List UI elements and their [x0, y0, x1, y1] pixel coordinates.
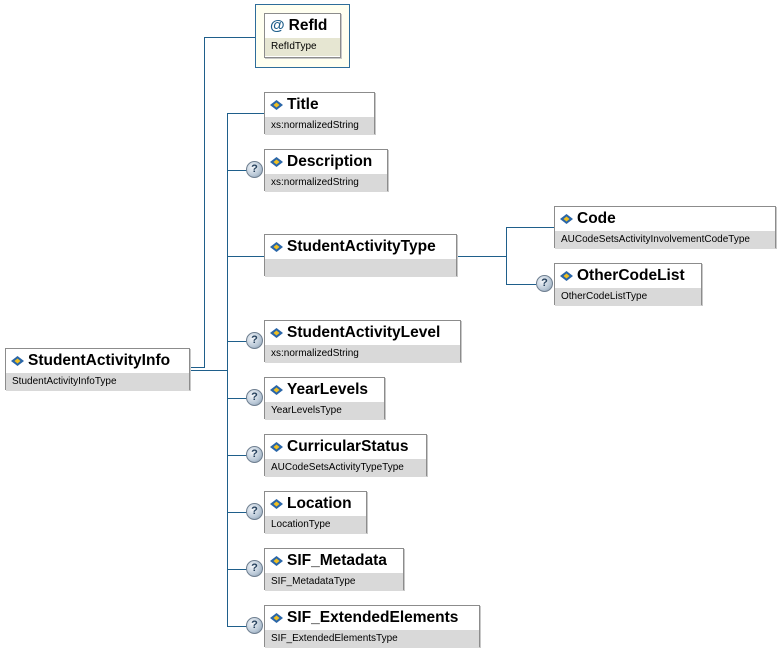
element-icon	[270, 100, 283, 110]
element-node-code[interactable]: Code AUCodeSetsActivityInvolvementCodeTy…	[554, 206, 776, 249]
optional-question-icon: ?	[246, 161, 263, 178]
node-name: RefId	[288, 17, 328, 34]
element-node-studentactivitytype[interactable]: StudentActivityType	[264, 234, 457, 277]
element-icon	[270, 442, 283, 452]
node-type: SIF_ExtendedElementsType	[265, 630, 479, 648]
element-icon	[270, 328, 283, 338]
connector	[506, 227, 554, 228]
element-icon	[560, 271, 573, 281]
element-icon	[270, 242, 283, 252]
connector	[227, 113, 264, 114]
node-type: AUCodeSetsActivityInvolvementCodeType	[555, 231, 775, 249]
node-type: xs:normalizedString	[265, 345, 460, 363]
connector	[227, 170, 247, 171]
element-node-studentactivitylevel[interactable]: StudentActivityLevel xs:normalizedString	[264, 320, 461, 363]
optional-question-icon: ?	[246, 617, 263, 634]
connector	[227, 512, 247, 513]
node-type: xs:normalizedString	[265, 117, 374, 135]
node-name: CurricularStatus	[287, 438, 409, 455]
attribute-group: @RefId RefIdType	[255, 4, 350, 68]
node-name: StudentActivityLevel	[287, 324, 441, 341]
node-name: Title	[287, 96, 319, 113]
element-node-sif-metadata[interactable]: SIF_Metadata SIF_MetadataType	[264, 548, 404, 591]
node-type: AUCodeSetsActivityTypeType	[265, 459, 426, 477]
node-type: OtherCodeListType	[555, 288, 701, 306]
connector	[204, 37, 256, 38]
element-icon	[11, 356, 24, 366]
node-type: xs:normalizedString	[265, 174, 387, 192]
connector	[227, 455, 247, 456]
element-icon	[560, 214, 573, 224]
node-name: StudentActivityInfo	[28, 352, 171, 369]
element-icon	[270, 613, 283, 623]
connector	[456, 256, 506, 257]
connector	[227, 398, 247, 399]
optional-question-icon: ?	[536, 275, 553, 292]
connector	[227, 569, 247, 570]
node-name: SIF_ExtendedElements	[287, 609, 459, 626]
connector	[204, 37, 205, 368]
node-name: SIF_Metadata	[287, 552, 387, 569]
optional-question-icon: ?	[246, 503, 263, 520]
element-icon	[270, 556, 283, 566]
attribute-node-refid[interactable]: @RefId RefIdType	[264, 13, 341, 58]
node-type: YearLevelsType	[265, 402, 384, 420]
optional-question-icon: ?	[246, 446, 263, 463]
node-name: Description	[287, 153, 373, 170]
connector	[189, 367, 204, 368]
connector	[227, 626, 247, 627]
connector	[189, 370, 227, 371]
element-node-sif-extendedelements[interactable]: SIF_ExtendedElements SIF_ExtendedElement…	[264, 605, 480, 648]
node-type: LocationType	[265, 516, 366, 534]
element-node-title[interactable]: Title xs:normalizedString	[264, 92, 375, 135]
optional-question-icon: ?	[246, 389, 263, 406]
connector	[227, 341, 247, 342]
optional-question-icon: ?	[246, 332, 263, 349]
connector	[227, 256, 264, 257]
element-node-othercodelist[interactable]: OtherCodeList OtherCodeListType	[554, 263, 702, 306]
element-node-yearlevels[interactable]: YearLevels YearLevelsType	[264, 377, 385, 420]
attribute-icon: @	[270, 17, 285, 34]
element-icon	[270, 499, 283, 509]
connector	[506, 284, 536, 285]
element-node-description[interactable]: Description xs:normalizedString	[264, 149, 388, 192]
element-icon	[270, 385, 283, 395]
node-type: SIF_MetadataType	[265, 573, 403, 591]
node-name: Location	[287, 495, 352, 512]
connector	[506, 227, 507, 284]
node-name: StudentActivityType	[287, 238, 436, 255]
node-type: StudentActivityInfoType	[6, 373, 189, 391]
node-name: OtherCodeList	[577, 267, 685, 284]
element-node-location[interactable]: Location LocationType	[264, 491, 367, 534]
connector	[227, 113, 228, 627]
node-type: RefIdType	[265, 38, 340, 56]
root-element-node[interactable]: StudentActivityInfo StudentActivityInfoT…	[5, 348, 190, 391]
element-node-curricularstatus[interactable]: CurricularStatus AUCodeSetsActivityTypeT…	[264, 434, 427, 477]
node-name: YearLevels	[287, 381, 369, 398]
optional-question-icon: ?	[246, 560, 263, 577]
element-icon	[270, 157, 283, 167]
node-type	[265, 259, 456, 277]
node-name: Code	[577, 210, 616, 227]
